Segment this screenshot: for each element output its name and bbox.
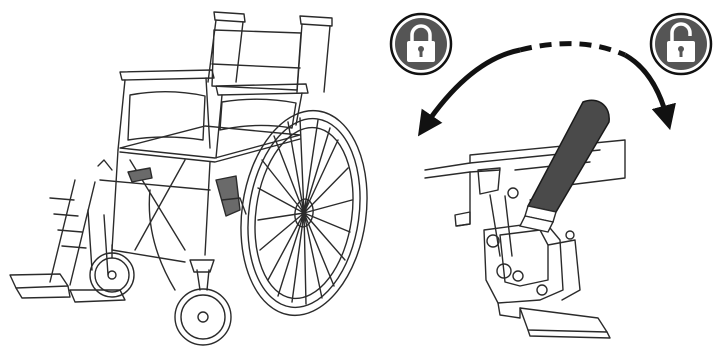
brake-assembly <box>425 140 625 338</box>
brake-lever-handle <box>520 100 609 232</box>
lock-open-icon <box>651 14 711 74</box>
lock-closed-icon <box>391 14 451 74</box>
swing-arrow <box>425 44 667 126</box>
